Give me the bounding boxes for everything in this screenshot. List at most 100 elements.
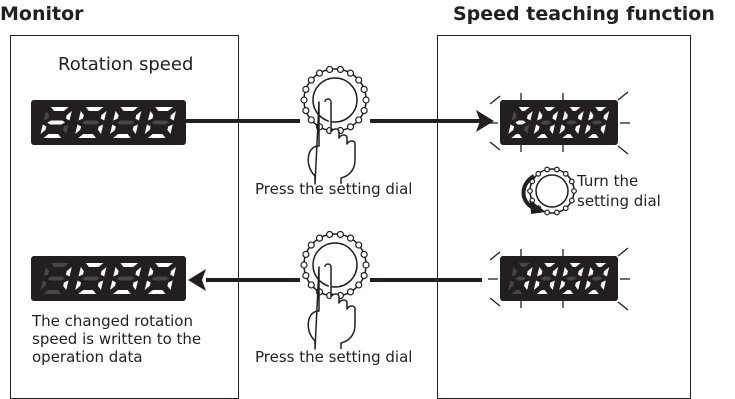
lcd-segment-a: [85, 263, 104, 267]
lcd-segment-g: [540, 120, 552, 125]
lcd-segment-d: [78, 290, 96, 294]
lcd-segment-c: [600, 280, 606, 290]
lcd-segment-d: [43, 134, 62, 138]
lcd-segment-a: [120, 107, 139, 111]
lcd-segment-a: [595, 263, 607, 267]
lcd-segment-d: [511, 134, 523, 138]
lcd-segment-f: [148, 267, 154, 277]
lcd-segment-e: [110, 124, 116, 134]
lcd-segment-e: [144, 124, 151, 134]
lcd-segment-g: [82, 276, 100, 281]
lcd-segment-a: [518, 263, 530, 267]
lcd-segment-f: [588, 111, 594, 121]
lcd-segment-f: [148, 111, 154, 121]
lcd-segment-c: [132, 124, 138, 134]
lcd-segment-c: [575, 124, 581, 134]
lcd-display-teaching-after: [500, 256, 618, 301]
blink-marks-bottom: [488, 247, 630, 311]
lcd-segment-e: [75, 124, 82, 134]
lcd-segment-d: [113, 134, 131, 138]
lcd-segment-g: [47, 276, 65, 281]
lcd-segment-c: [524, 280, 530, 290]
lcd-segment-b: [100, 111, 107, 121]
lcd-segment-e: [508, 280, 515, 290]
lcd-segment-b: [170, 267, 176, 277]
lcd-segment-a: [51, 107, 69, 111]
turn-setting-dial-label-line1: Turn the: [577, 172, 639, 190]
lcd-segment-c: [600, 124, 606, 134]
lcd-segment-c: [167, 280, 173, 290]
monitor-panel: [10, 35, 239, 399]
lcd-segment-b: [526, 111, 533, 121]
lcd-segment-b: [170, 111, 176, 121]
lcd-segment-e: [559, 124, 566, 134]
lcd-segment-c: [549, 124, 555, 134]
setting-dial-icon-bottom: [300, 230, 370, 300]
lcd-segment-b: [100, 267, 107, 277]
lcd-segment-d: [536, 134, 548, 138]
lcd-segment-f: [511, 267, 517, 277]
lcd-segment-b: [135, 111, 142, 121]
lcd-segment-e: [533, 124, 540, 134]
lcd-segment-f: [113, 267, 119, 277]
arrow-dial-to-monitor: [188, 269, 300, 291]
pressing-hand-icon-top: [307, 98, 356, 185]
arrow-dial-to-teaching: [370, 110, 494, 132]
speed-teaching-panel: [437, 35, 691, 399]
lcd-segment-c: [575, 280, 581, 290]
lcd-segment-a: [569, 263, 581, 267]
lcd-segment-g: [591, 276, 603, 281]
lcd-segment-b: [603, 267, 610, 277]
lcd-segment-f: [113, 111, 119, 121]
lcd-display-monitor-before: [31, 100, 186, 145]
lcd-segment-a: [544, 263, 556, 267]
lcd-segment-e: [40, 280, 47, 290]
lcd-segment-e: [110, 280, 116, 290]
lcd-segment-c: [132, 280, 138, 290]
written-to-operation-data-note: The changed rotation speed is written to…: [32, 312, 202, 366]
lcd-segment-g: [116, 120, 135, 125]
turn-setting-dial-label-line2: setting dial: [577, 192, 661, 210]
lcd-segment-d: [78, 134, 96, 138]
lcd-segment-b: [552, 267, 559, 277]
lcd-segment-e: [584, 280, 591, 290]
lcd-segment-e: [559, 280, 566, 290]
lcd-segment-e: [533, 280, 540, 290]
monitor-heading: Monitor: [0, 3, 84, 25]
lcd-segment-c: [97, 124, 104, 134]
lcd-segment-f: [562, 111, 568, 121]
lcd-segment-a: [120, 263, 139, 267]
lcd-segment-f: [78, 267, 84, 277]
lcd-segment-d: [587, 290, 599, 294]
lcd-display-teaching-before: [500, 100, 618, 145]
lcd-segment-f: [537, 267, 543, 277]
lcd-segment-b: [577, 267, 584, 277]
lcd-segment-a: [51, 263, 69, 267]
lcd-segment-c: [549, 280, 555, 290]
lcd-segment-a: [544, 107, 556, 111]
pressing-hand-icon-bottom: [307, 263, 356, 350]
lcd-display-monitor-after: [31, 256, 186, 301]
lcd-segment-g: [591, 120, 603, 125]
lcd-segment-a: [595, 107, 607, 111]
lcd-segment-c: [63, 280, 69, 290]
lcd-segment-g: [47, 120, 65, 125]
lcd-segment-f: [588, 267, 594, 277]
rotation-speed-label: Rotation speed: [58, 54, 194, 75]
lcd-segment-c: [97, 280, 104, 290]
lcd-segment-b: [577, 111, 584, 121]
lcd-segment-d: [587, 134, 599, 138]
lcd-segment-d: [147, 290, 166, 294]
lcd-segment-d: [147, 134, 166, 138]
lcd-segment-c: [63, 124, 69, 134]
lcd-segment-e: [75, 280, 82, 290]
press-setting-dial-label-top: Press the setting dial: [255, 180, 413, 198]
lcd-segment-a: [155, 263, 173, 267]
lcd-segment-b: [603, 111, 610, 121]
lcd-segment-g: [540, 276, 552, 281]
lcd-segment-a: [569, 107, 581, 111]
lcd-segment-c: [167, 124, 173, 134]
lcd-segment-g: [566, 276, 577, 281]
lcd-segment-e: [584, 124, 591, 134]
